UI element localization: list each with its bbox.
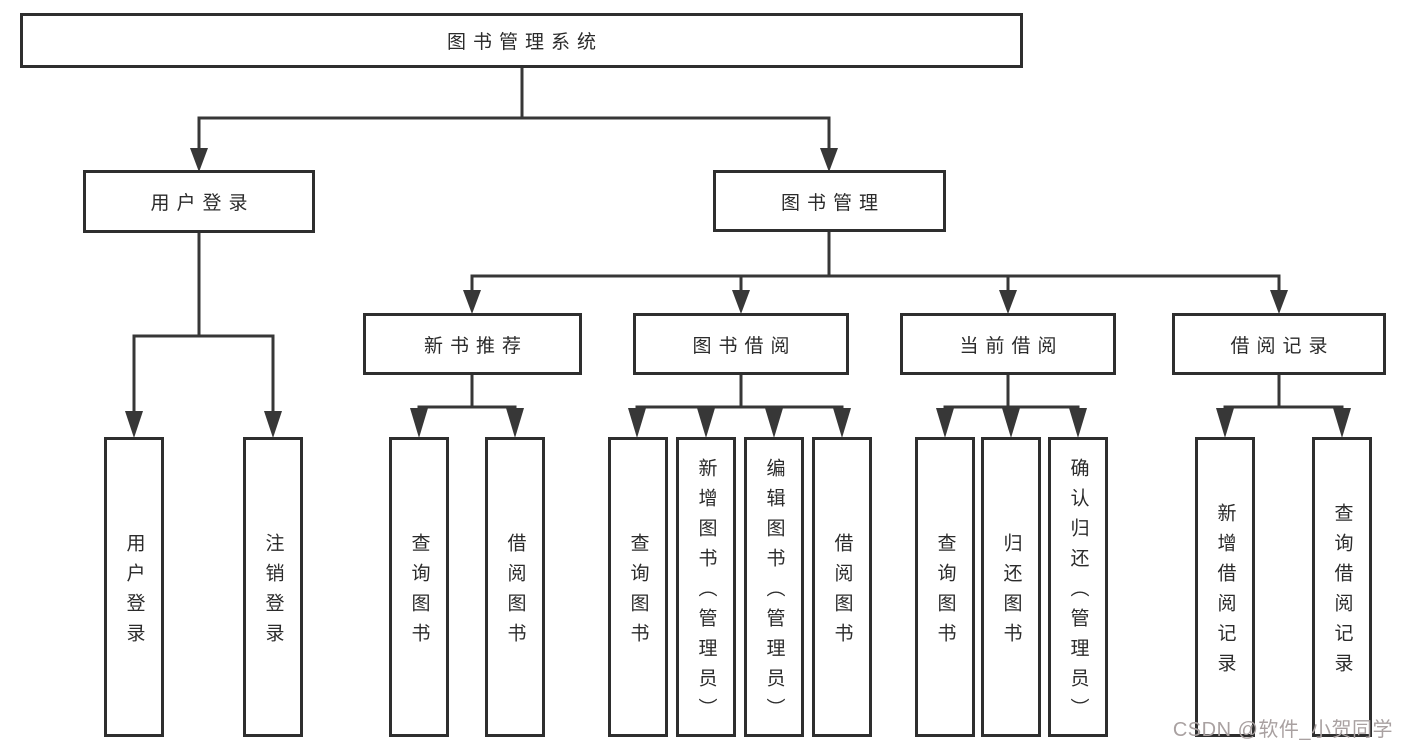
leaf-add-borrow-record: 新增借阅记录 <box>1195 437 1255 737</box>
node-user-login: 用户登录 <box>83 170 315 233</box>
node-new-book-recommend: 新书推荐 <box>363 313 582 375</box>
node-current-borrow: 当前借阅 <box>900 313 1116 375</box>
leaf-query-borrow-record: 查询借阅记录 <box>1312 437 1372 737</box>
leaf-add-book-admin: 新增图书（管理员） <box>676 437 736 737</box>
node-borrow-records-label: 借阅记录 <box>1230 335 1335 357</box>
node-borrow-records: 借阅记录 <box>1172 313 1386 375</box>
leaf-return-book: 归还图书 <box>981 437 1041 737</box>
node-book-borrow: 图书借阅 <box>633 313 849 375</box>
leaf-edit-book-admin: 编辑图书（管理员） <box>744 437 804 737</box>
node-current-borrow-label: 当前借阅 <box>959 335 1064 357</box>
node-user-login-label: 用户登录 <box>150 193 255 214</box>
leaf-query-books-recommend: 查询图书 <box>389 437 449 737</box>
leaf-confirm-return-admin: 确认归还（管理员） <box>1048 437 1108 737</box>
leaf-borrow-books-recommend: 借阅图书 <box>485 437 545 737</box>
node-root-label: 图书管理系统 <box>446 32 603 53</box>
node-root: 图书管理系统 <box>20 13 1023 68</box>
node-book-management-label: 图书管理 <box>780 192 885 214</box>
leaf-query-books-current: 查询图书 <box>915 437 975 737</box>
csdn-watermark: CSDN @软件_小贺同学 <box>1172 719 1393 741</box>
leaf-query-books-borrow: 查询图书 <box>608 437 668 737</box>
leaf-borrow-books: 借阅图书 <box>812 437 872 737</box>
node-new-book-recommend-label: 新书推荐 <box>423 335 528 357</box>
leaf-user-login: 用户登录 <box>104 437 164 737</box>
node-book-borrow-label: 图书借阅 <box>692 335 797 357</box>
node-book-management: 图书管理 <box>713 170 946 232</box>
leaf-logout: 注销登录 <box>243 437 303 737</box>
